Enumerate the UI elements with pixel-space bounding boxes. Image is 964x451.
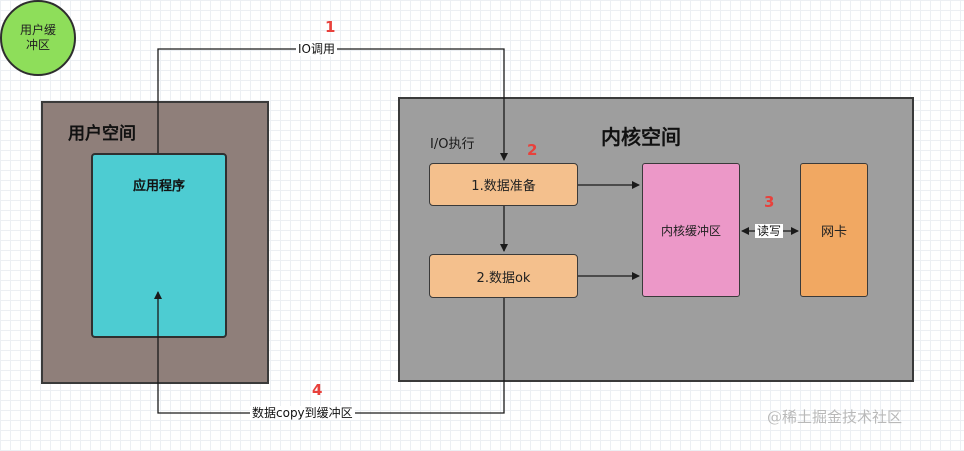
step-number-2: 2	[527, 141, 538, 159]
app-program-title: 应用程序	[133, 179, 186, 194]
data-ok-label: 2.数据ok	[476, 270, 531, 286]
user-buffer-circle: 用户缓 冲区	[0, 0, 76, 76]
data-ok-box: 2.数据ok	[429, 254, 578, 298]
data-prepare-box: 1.数据准备	[429, 163, 578, 206]
read-write-label: 读写	[755, 224, 784, 238]
kernel-buffer-box: 内核缓冲区	[642, 163, 740, 297]
user-buffer-label-line1: 用户缓	[19, 23, 56, 37]
kernel-buffer-label: 内核缓冲区	[660, 223, 721, 238]
step-number-3: 3	[764, 193, 775, 211]
user-space-title: 用户空间	[68, 124, 136, 144]
io-exec-label: I/O执行	[430, 137, 475, 152]
user-buffer-label: 用户缓 冲区	[20, 23, 56, 53]
watermark: @稀土掘金技术社区	[767, 408, 903, 426]
step-number-1: 1	[325, 18, 336, 36]
user-buffer-label-line2: 冲区	[25, 38, 50, 52]
nic-box: 网卡	[800, 163, 868, 297]
io-call-label: IO调用	[296, 42, 337, 56]
step-number-4: 4	[312, 381, 323, 399]
data-copy-label: 数据copy到缓冲区	[250, 406, 355, 420]
nic-label: 网卡	[820, 224, 847, 240]
data-prepare-label: 1.数据准备	[471, 179, 536, 194]
kernel-space-title: 内核空间	[601, 125, 681, 149]
